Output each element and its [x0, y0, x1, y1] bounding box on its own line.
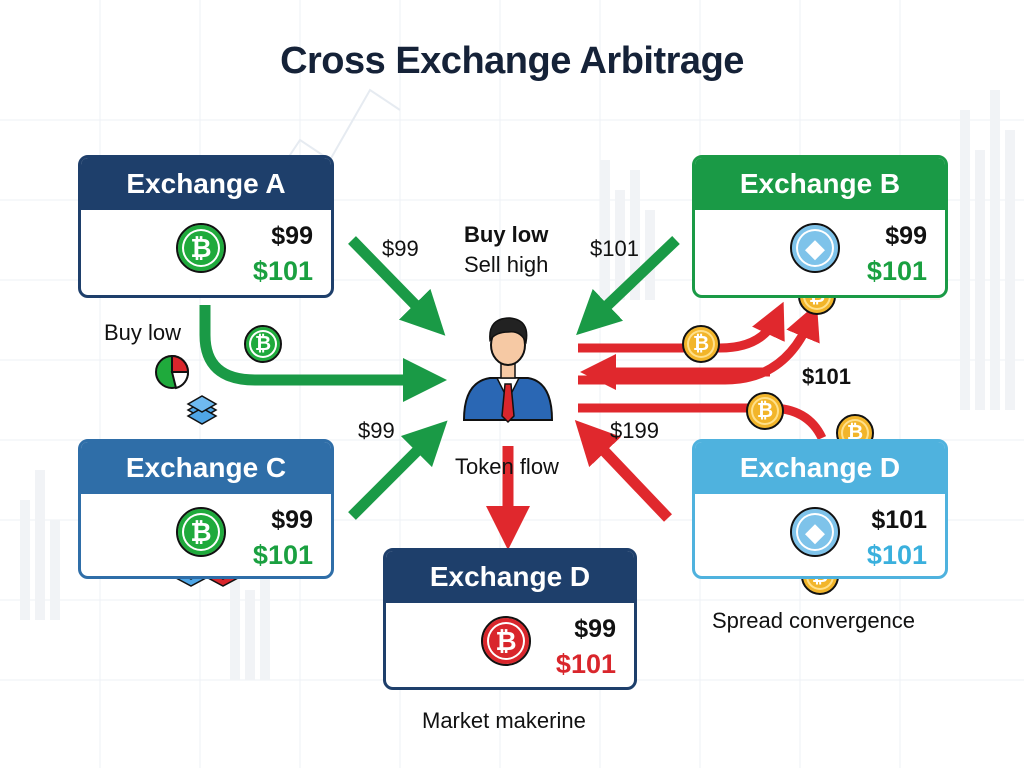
- label-middle-price: $101: [802, 364, 851, 389]
- exchange-c-title: Exchange C: [81, 442, 331, 494]
- exchange-a-card: Exchange A ₿ $99 $101: [78, 155, 334, 298]
- arrow-trader-to-b-1: [578, 301, 785, 353]
- arrow-trader-to-b-2: [578, 303, 820, 385]
- exchange-b-card: Exchange B ◆ $99 $101: [692, 155, 948, 298]
- label-a-price: $99: [382, 236, 419, 261]
- exchange-a-title: Exchange A: [81, 158, 331, 210]
- exchange-b-price-2: $101: [866, 256, 927, 286]
- arrow-b-to-trader: [576, 236, 680, 336]
- exchange-c-price-2: $101: [252, 540, 313, 570]
- bitcoin-icon: ₿: [481, 616, 531, 666]
- ethereum-icon: ◆: [790, 223, 840, 273]
- bitcoin-icon: ₿: [176, 507, 226, 557]
- label-b-price: $101: [590, 236, 639, 261]
- exchange-b-price-1: $99: [885, 222, 927, 250]
- exchange-d-right-price-2: $101: [866, 540, 927, 570]
- arrow-c-to-trader: [348, 420, 448, 520]
- ethereum-icon: ◆: [790, 507, 840, 557]
- label-buy-low-left: Buy low: [104, 320, 182, 345]
- label-token-flow: Token flow: [455, 454, 559, 479]
- stacked-layers-icon: [186, 395, 218, 425]
- trader-icon: [462, 317, 554, 424]
- pie-chart-icon: [155, 354, 190, 390]
- label-market-making: Market makerine: [422, 708, 586, 733]
- page-title: Cross Exchange Arbitrage: [280, 40, 744, 82]
- bitcoin-icon: ₿: [244, 325, 282, 363]
- arrow-a-to-trader: [348, 236, 446, 336]
- exchange-d-bottom-price-1: $99: [574, 615, 616, 643]
- exchange-d-bottom-title: Exchange D: [386, 551, 634, 603]
- exchange-d-right-price-1: $101: [871, 506, 927, 534]
- bitcoin-icon: ₿: [176, 223, 226, 273]
- exchange-c-price-1: $99: [271, 506, 313, 534]
- exchange-a-price-2: $101: [252, 256, 313, 286]
- label-c-price: $99: [358, 418, 395, 443]
- label-d-price: $199: [610, 418, 659, 443]
- arrow-d-right-to-trader: [574, 420, 672, 522]
- arrow-a-down-to-trader: [199, 305, 447, 402]
- exchange-d-bottom-price-2: $101: [555, 649, 616, 679]
- bitcoin-icon: ₿: [682, 325, 720, 363]
- exchange-d-right-card: Exchange D ◆ $101 $101: [692, 439, 948, 579]
- exchange-d-bottom-card: Exchange D ₿ $99 $101: [383, 548, 637, 690]
- exchange-c-card: Exchange C ₿ $99 $101: [78, 439, 334, 579]
- label-sell-high: Sell high: [464, 252, 549, 277]
- exchange-d-right-title: Exchange D: [695, 442, 945, 494]
- bitcoin-icon: ₿: [746, 392, 784, 430]
- label-buy-low: Buy low: [464, 222, 549, 247]
- exchange-a-price-1: $99: [271, 222, 313, 250]
- exchange-b-title: Exchange B: [695, 158, 945, 210]
- label-spread-convergence: Spread convergence: [712, 608, 916, 633]
